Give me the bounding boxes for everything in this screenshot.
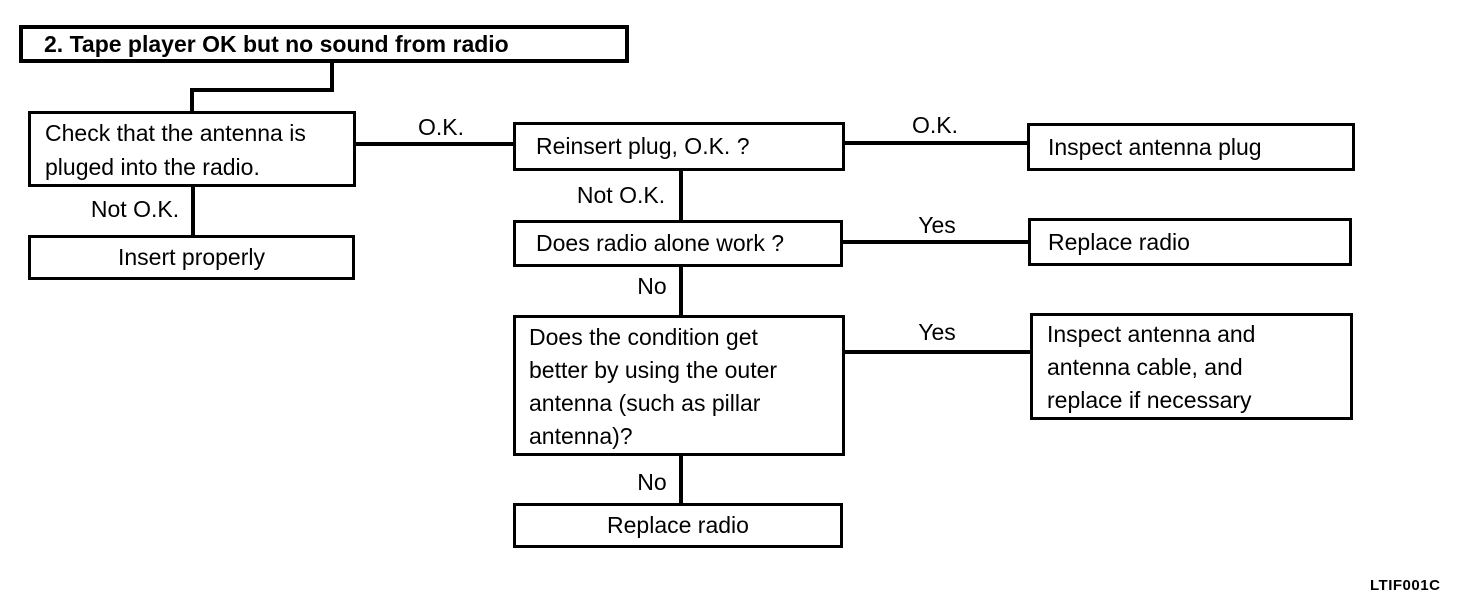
edge-label-not-ok-2: Not O.K.	[576, 182, 666, 208]
figure-code: LTIF001C	[1370, 577, 1441, 594]
connector-condition-to-inspect-cable	[843, 350, 1032, 354]
connector-title-down	[330, 61, 334, 92]
edge-label-no-1: No	[637, 273, 667, 299]
node-inspect-antenna-plug: Inspect antenna plug	[1027, 123, 1355, 171]
node-title: 2. Tape player OK but no sound from radi…	[19, 25, 629, 63]
node-check-antenna: Check that the antenna is pluged into th…	[28, 111, 356, 187]
edge-label-no-2: No	[637, 469, 667, 495]
connector-check-to-insert	[191, 185, 195, 237]
connector-into-check-box	[190, 88, 194, 113]
node-inspect-antenna-cable: Inspect antenna and antenna cable, and r…	[1030, 313, 1353, 420]
edge-label-ok-2: O.K.	[911, 112, 958, 138]
edge-label-not-ok-1: Not O.K.	[90, 196, 180, 222]
edge-label-yes-2: Yes	[918, 319, 956, 345]
node-does-radio-alone-work: Does radio alone work ?	[513, 220, 843, 267]
connector-check-to-reinsert	[354, 142, 515, 146]
node-condition-better-outer-antenna: Does the condition get better by using t…	[513, 315, 845, 456]
edge-label-yes-1: Yes	[918, 212, 956, 238]
edge-label-ok-1: O.K.	[417, 114, 464, 140]
connector-reinsert-to-radio-alone	[679, 169, 683, 222]
connector-reinsert-to-inspect-plug	[843, 141, 1029, 145]
connector-condition-to-replace	[679, 454, 683, 505]
connector-title-horizontal	[190, 88, 334, 92]
node-replace-radio-right: Replace radio	[1028, 218, 1352, 266]
node-insert-properly: Insert properly	[28, 235, 355, 280]
connector-radio-alone-to-replace	[841, 240, 1030, 244]
connector-radio-alone-to-condition	[679, 265, 683, 317]
node-replace-radio-bottom: Replace radio	[513, 503, 843, 548]
node-reinsert-plug: Reinsert plug, O.K. ?	[513, 122, 845, 171]
